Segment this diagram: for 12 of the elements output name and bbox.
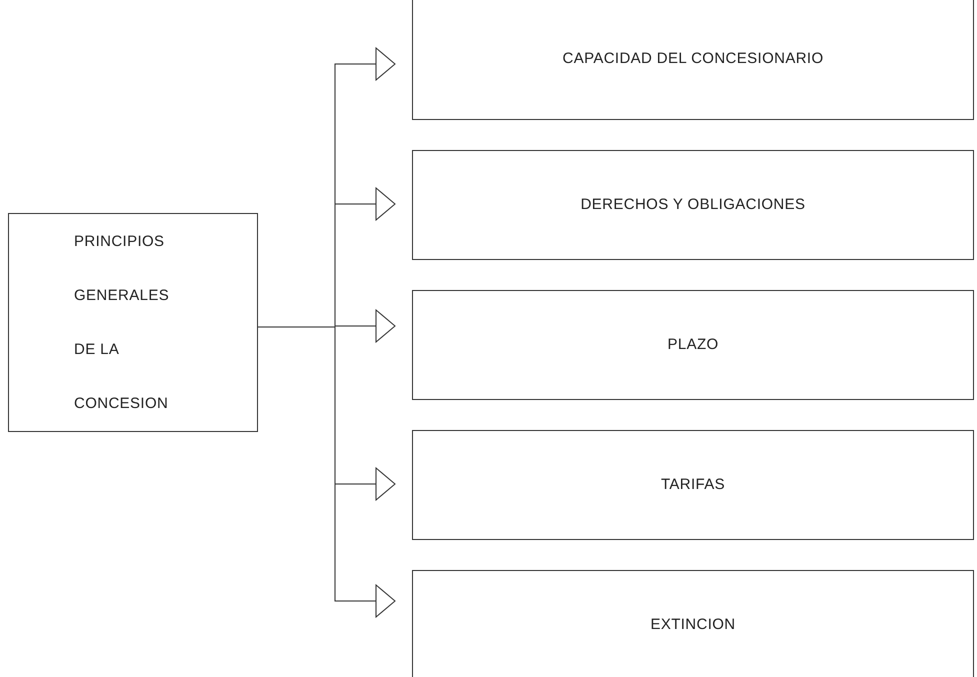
process-box [412,150,974,260]
box-label: DERECHOS Y OBLIGACIONES [580,194,806,215]
process-box [412,570,974,677]
box-label: CAPACIDAD DEL CONCESIONARIO [562,48,824,69]
box-label: TARIFAS [660,474,726,495]
process-box [412,290,974,400]
box-label: PRINCIPIOS GENERALES DE LA CONCESION [74,232,170,414]
process-box [8,213,258,432]
process-box [412,0,974,120]
process-box [412,430,974,540]
box-label: PLAZO [667,334,719,355]
box-label: EXTINCION [650,614,736,635]
